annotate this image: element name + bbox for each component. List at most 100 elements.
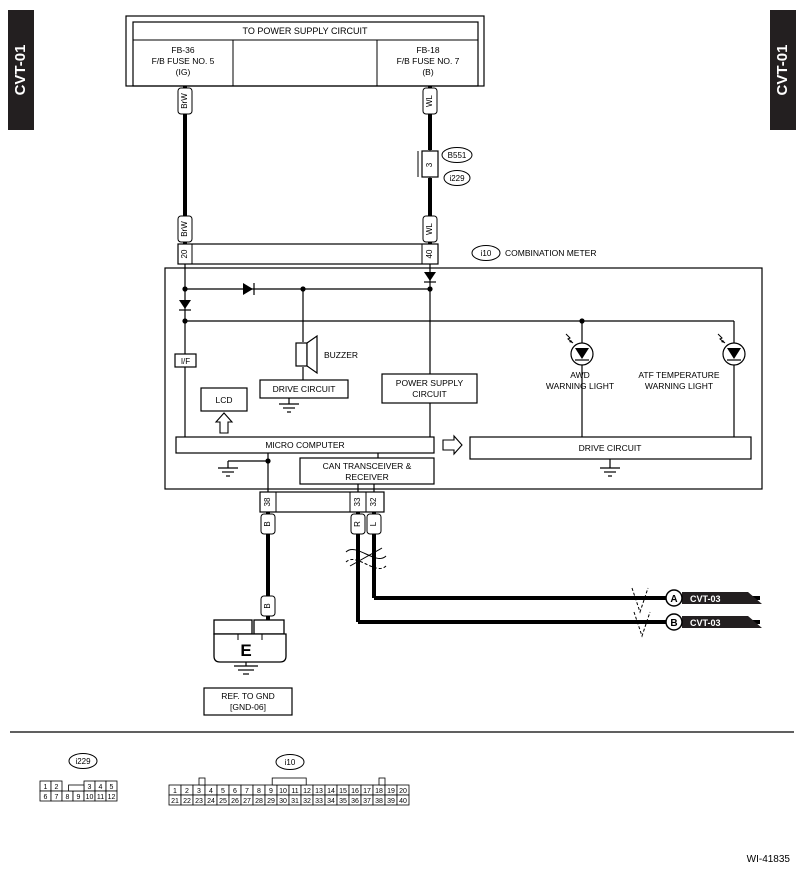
power-supply-circuit-block: POWER SUPPLY CIRCUIT	[381, 373, 478, 404]
i10-pin: 33	[315, 798, 323, 805]
meter-bottom-connector: 38 33 32	[259, 491, 385, 513]
joint-upper-label: B551	[448, 151, 467, 160]
pin-20-label: 20	[180, 249, 189, 258]
i10-pin: 29	[267, 798, 275, 805]
left-side-tag-label: CVT-01	[12, 45, 29, 96]
wire-tag-right-top: WL	[422, 87, 438, 115]
pin-38-label: 38	[263, 497, 272, 506]
joint-connector: 3 B551 i229	[417, 147, 473, 186]
i10-pin: 34	[327, 798, 335, 805]
meter-internal-wiring	[179, 264, 735, 492]
output-b-letter: B	[670, 618, 677, 629]
i10-pin: 9	[269, 788, 273, 795]
i10-pin: 26	[231, 798, 239, 805]
i10-pin: 21	[171, 798, 179, 805]
right-side-tag: CVT-01	[770, 10, 796, 130]
left-fuse-line-1: FB-36	[171, 45, 194, 55]
wire-color-left-mid: BrW	[180, 221, 189, 237]
ground-ref-line-2: [GND-06]	[230, 702, 266, 712]
ground-ref-box: REF. TO GND [GND-06]	[203, 687, 293, 716]
meter-top-connector: 20 40	[177, 243, 439, 265]
i10-pin: 20	[399, 788, 407, 795]
micro-computer-label: MICRO COMPUTER	[265, 440, 344, 450]
ground-wire: B B	[260, 512, 276, 620]
wire-color-right-top: WL	[425, 94, 434, 107]
if-label: I/F	[181, 357, 190, 366]
wire-color-left-top: BrW	[180, 93, 189, 109]
joint-pin: 3	[425, 162, 434, 167]
atf-label-1: ATF TEMPERATURE	[638, 370, 720, 380]
right-fuse-line-1: FB-18	[416, 45, 439, 55]
can-wire-r-color: R	[353, 521, 362, 527]
i229-pin: 11	[97, 794, 104, 801]
pin-33-label: 33	[353, 497, 362, 506]
i10-pin: 18	[375, 788, 383, 795]
i229-pin: 1	[44, 784, 48, 791]
i229-view-label: i229	[75, 757, 91, 766]
i10-pin: 7	[245, 788, 249, 795]
ground-terminal: E	[213, 619, 287, 675]
i10-pin: 39	[387, 798, 395, 805]
i229-pin: 7	[55, 794, 59, 801]
i10-pin: 27	[243, 798, 251, 805]
lcd-label: LCD	[215, 395, 232, 405]
left-fuse-line-2: F/B FUSE NO. 5	[152, 56, 215, 66]
lamp-drive-label: DRIVE CIRCUIT	[579, 443, 642, 453]
i10-pin: 2	[185, 788, 189, 795]
i10-pin: 38	[375, 798, 383, 805]
i10-pin: 25	[219, 798, 227, 805]
buzzer: BUZZER	[295, 334, 358, 375]
buzzer-label: BUZZER	[324, 350, 358, 360]
i229-pin: 6	[44, 794, 48, 801]
right-side-tag-label: CVT-01	[774, 45, 791, 96]
i10-pin: 8	[257, 788, 261, 795]
i10-pin: 32	[303, 798, 311, 805]
wire-color-right-mid: WL	[425, 222, 434, 235]
i10-pin: 14	[327, 788, 335, 795]
i10-pin: 11	[291, 788, 298, 795]
i10-pin: 31	[291, 798, 299, 805]
footer-code: WI-41835	[747, 854, 791, 865]
junction-dots	[182, 286, 585, 464]
i10-pin: 22	[183, 798, 191, 805]
lamp-drive-circuit-block: DRIVE CIRCUIT	[469, 436, 752, 460]
i10-pin: 5	[221, 788, 225, 795]
micro-computer-block: MICRO COMPUTER	[175, 436, 435, 454]
i10-pin: 6	[233, 788, 237, 795]
output-b: B CVT-03	[665, 613, 762, 631]
buzzer-drive-label: DRIVE CIRCUIT	[273, 384, 336, 394]
joint-lower-label: i229	[449, 174, 465, 183]
can-label-2: RECEIVER	[345, 472, 388, 482]
i10-pin: 12	[303, 788, 311, 795]
i10-pin: 36	[351, 798, 359, 805]
awd-warning-light: AWD WARNING LIGHT	[546, 333, 614, 391]
right-fuse-line-2: F/B FUSE NO. 7	[397, 56, 460, 66]
i229-pin: 4	[99, 784, 103, 791]
wire-tag-left-top: BrW	[177, 87, 193, 115]
power-supply-box: TO POWER SUPPLY CIRCUIT FB-36 F/B FUSE N…	[125, 15, 485, 87]
i10-pin: 1	[173, 788, 177, 795]
i10-pin: 37	[363, 798, 371, 805]
ground-ref-line-1: REF. TO GND	[221, 691, 275, 701]
wire-tag-right-mid: WL	[422, 215, 438, 243]
can-wire-l-color: L	[369, 521, 378, 526]
awd-label-1: AWD	[570, 370, 590, 380]
i10-pin: 30	[279, 798, 287, 805]
can-transceiver-block: CAN TRANSCEIVER & RECEIVER	[299, 457, 435, 485]
i10-pin: 16	[351, 788, 359, 795]
psc-label-2: CIRCUIT	[412, 389, 446, 399]
wire-tag-left-mid: BrW	[177, 215, 193, 243]
meter-connector-id-label: i10	[481, 249, 492, 258]
output-a: A CVT-03	[665, 589, 762, 607]
output-b-ref: CVT-03	[690, 618, 721, 628]
i10-pin: 19	[387, 788, 395, 795]
i229-pin: 8	[66, 794, 70, 801]
i229-pin: 9	[77, 794, 81, 801]
left-side-tag: CVT-01	[8, 10, 34, 130]
ground-wire-color: B	[263, 521, 272, 526]
i10-pin: 28	[255, 798, 263, 805]
i10-pin: 23	[195, 798, 203, 805]
combination-meter-box	[164, 267, 763, 490]
